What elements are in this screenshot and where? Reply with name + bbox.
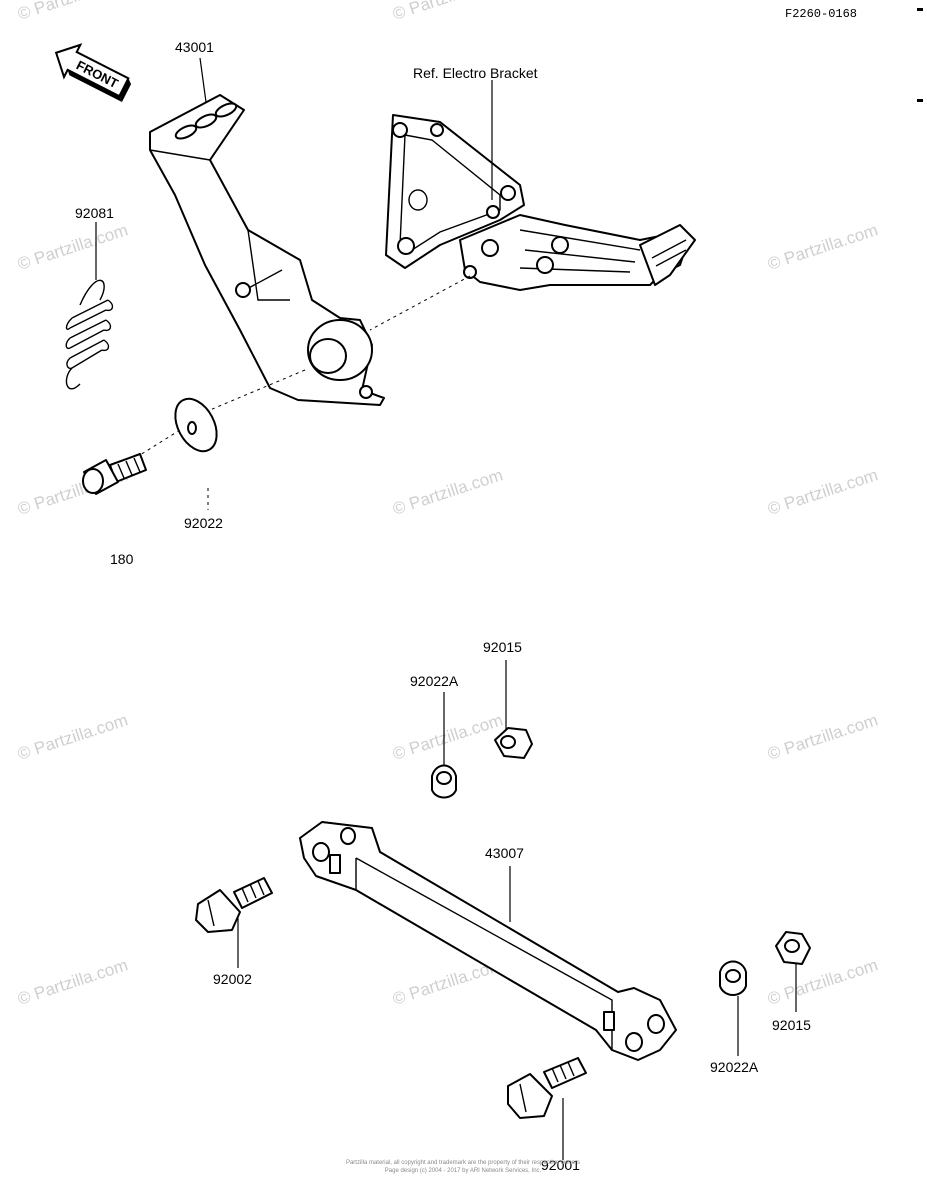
nut-92015-bottom — [775, 931, 811, 965]
callout-electro-bracket: Ref. Electro Bracket — [413, 65, 538, 81]
leader-line — [199, 57, 207, 103]
pedal-slot — [174, 124, 198, 140]
watermark: © Partzilla.com — [15, 220, 130, 273]
watermark: © Partzilla.com — [765, 465, 880, 518]
callout-180: 180 — [110, 551, 134, 567]
footer-page-design: Page design (c) 2004 - 2017 by ARI Netwo… — [385, 1168, 542, 1174]
callout-43001: 43001 — [175, 39, 214, 55]
brake-rod-43007 — [299, 821, 677, 1061]
watermark: © Partzilla.com — [15, 0, 130, 24]
washer-92022 — [174, 397, 218, 453]
callout-43007: 43007 — [485, 845, 524, 861]
bolt-180 — [82, 453, 147, 495]
callout-92022A-top: 92022A — [410, 673, 459, 689]
washer-92022A-top — [431, 764, 457, 799]
watermark: © Partzilla.com — [390, 0, 505, 24]
nut-92015-top — [494, 727, 533, 759]
front-arrow-icon: FRONT — [54, 43, 132, 102]
brake-pedal-43001 — [149, 94, 385, 406]
callout-92001: 92001 — [541, 1157, 580, 1173]
callout-92022: 92022 — [184, 515, 223, 531]
watermark: © Partzilla.com — [390, 710, 505, 763]
pivot-axis-line — [209, 369, 306, 411]
watermark: © Partzilla.com — [390, 465, 505, 518]
callout-92081: 92081 — [75, 205, 114, 221]
pedal-slot — [214, 102, 238, 118]
pivot-axis-line — [369, 275, 471, 331]
bolt-92001 — [507, 1057, 587, 1119]
washer-92022A-bottom — [719, 960, 747, 996]
pedal-slot — [194, 113, 218, 129]
bolt-92002 — [195, 877, 273, 933]
margin-tick — [917, 8, 923, 11]
electro-bracket-reference — [385, 114, 696, 291]
diagram-code: F2260-0168 — [785, 7, 857, 21]
margin-tick — [917, 99, 923, 102]
pivot-axis-line — [139, 429, 181, 456]
callout-92015-bottom: 92015 — [772, 1017, 811, 1033]
callout-92022A-bottom: 92022A — [710, 1059, 759, 1075]
watermark: © Partzilla.com — [15, 710, 130, 763]
watermark: © Partzilla.com — [765, 955, 880, 1008]
watermark: © Partzilla.com — [765, 220, 880, 273]
footer-copyright: Partzilla material, all copyright and tr… — [346, 1160, 580, 1166]
callout-92015-top: 92015 — [483, 639, 522, 655]
watermark: © Partzilla.com — [765, 710, 880, 763]
spring-92081 — [65, 279, 114, 390]
callout-92002: 92002 — [213, 971, 252, 987]
watermark: © Partzilla.com — [15, 955, 130, 1008]
